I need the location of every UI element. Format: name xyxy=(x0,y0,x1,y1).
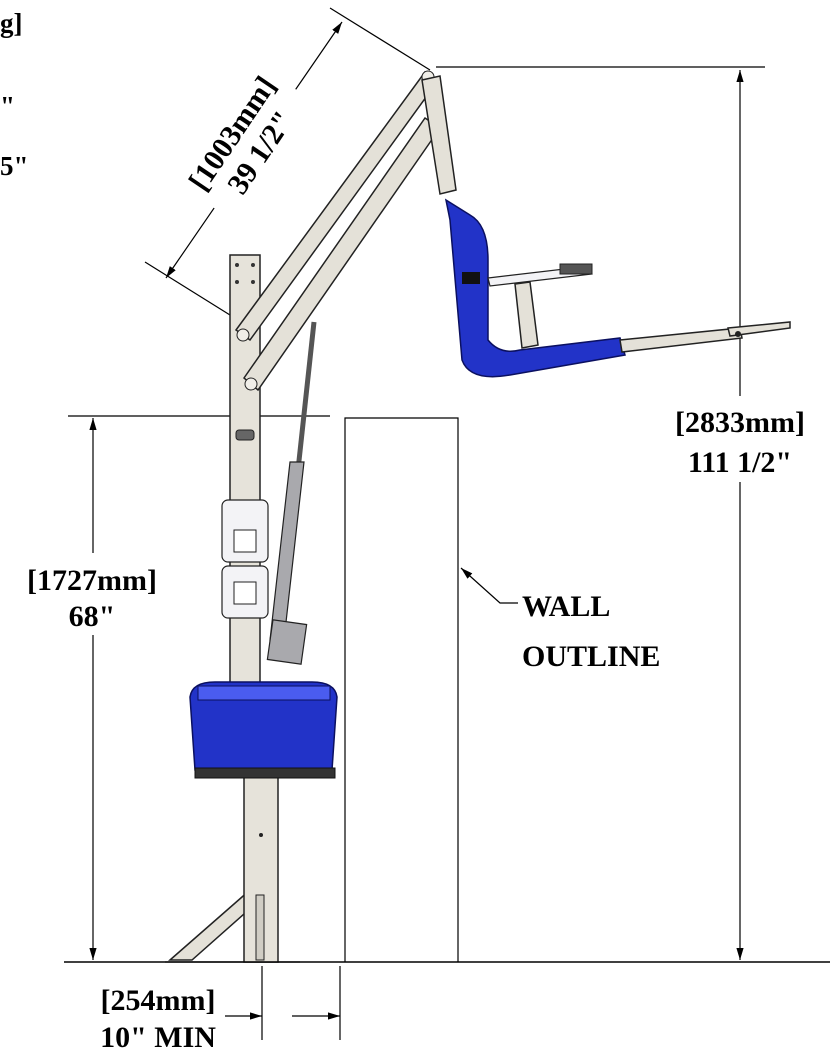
arm-1003-label-bg xyxy=(173,61,316,223)
actuator-rod xyxy=(295,321,317,471)
mast-clamp xyxy=(235,429,255,441)
height-1727-label-bg xyxy=(12,553,172,635)
mast-bolt xyxy=(235,263,239,267)
seat-bracket xyxy=(462,272,480,284)
base-housing-bottom xyxy=(194,767,336,779)
partial-label-2: " xyxy=(0,91,15,121)
armrest-grip xyxy=(559,263,593,275)
setback-imperial: 10" MIN xyxy=(100,1021,216,1054)
lift-illustration xyxy=(165,70,791,963)
mast-bolt xyxy=(251,263,255,267)
arm-1003-label-group: [1003mm] 39 1/2" xyxy=(173,61,316,223)
height-2833-imperial: 111 1/2" xyxy=(688,446,792,479)
wall-outline-leader xyxy=(460,567,518,604)
control-button-upper xyxy=(233,529,257,553)
seat-strap xyxy=(514,281,539,349)
height-1727-metric: [1727mm] xyxy=(27,564,157,597)
height-1727-imperial: 68" xyxy=(69,600,116,633)
actuator-motor xyxy=(266,619,308,665)
arm-extension-line-top xyxy=(329,7,431,71)
setback-metric: [254mm] xyxy=(101,984,216,1017)
partial-label-1: g] xyxy=(0,8,23,38)
partial-label-3: 5" xyxy=(0,151,29,181)
control-button-lower xyxy=(233,581,257,605)
mast-bolt xyxy=(235,280,239,284)
height-2833-metric: [2833mm] xyxy=(675,406,805,439)
post-slot xyxy=(255,894,265,961)
wall-outline-label-2: OUTLINE xyxy=(522,640,660,673)
arm-extension-line-bottom xyxy=(144,261,239,321)
footrest-bar xyxy=(619,327,743,353)
mast-bolt xyxy=(251,280,255,284)
seat-body xyxy=(444,198,626,378)
actuator-cylinder xyxy=(269,461,305,641)
base-housing xyxy=(189,681,338,771)
arm-pivot xyxy=(236,328,250,342)
post-bolt xyxy=(259,833,263,837)
footrest-plate xyxy=(727,321,791,337)
seat-hanger xyxy=(421,75,457,195)
arm-pivot xyxy=(244,377,258,391)
base-housing-rim xyxy=(197,685,331,701)
footrest-bolt xyxy=(735,331,741,337)
height-2833-label-bg xyxy=(655,396,825,482)
wall-outline xyxy=(344,417,459,962)
wall-outline-label-1: WALL xyxy=(522,590,610,623)
